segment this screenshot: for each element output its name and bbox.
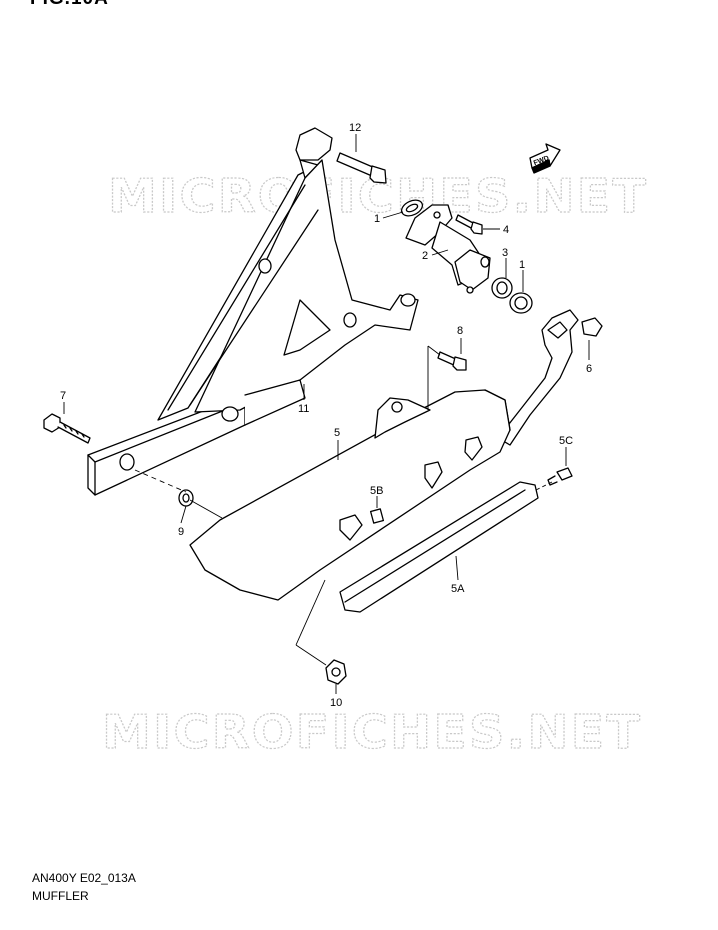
figure-title: FIG.10A (30, 0, 109, 10)
callout-8: 8 (457, 325, 463, 337)
muffler-5 (189, 309, 579, 601)
callout-3: 3 (502, 247, 508, 259)
callout-6: 6 (586, 363, 592, 375)
callout-5a: 5A (451, 583, 465, 595)
callout-1-upper: 1 (374, 213, 380, 225)
nut-10 (325, 659, 347, 685)
exhaust-joint-2 (405, 204, 491, 294)
bolt-4 (455, 214, 483, 235)
callout-5: 5 (334, 427, 340, 439)
callout-1-lower: 1 (519, 259, 525, 271)
swingarm-bracket-11 (87, 127, 419, 496)
callout-4: 4 (503, 224, 509, 236)
bolt-12 (336, 152, 387, 184)
callout-9: 9 (178, 526, 184, 538)
callout-2: 2 (422, 250, 428, 262)
callouts: 12 1 4 2 3 1 8 6 7 11 5 5C 5B 9 5A 10 (60, 122, 592, 709)
callout-10: 10 (330, 697, 342, 709)
figure-name: MUFFLER (32, 889, 89, 903)
heat-shield-5a (339, 481, 539, 613)
callout-7: 7 (60, 390, 66, 402)
callout-12: 12 (349, 122, 361, 134)
fwd-arrow-icon: FWD (529, 143, 561, 174)
cap-6 (581, 317, 603, 337)
bolt-7 (43, 413, 91, 444)
callout-5b: 5B (370, 485, 383, 497)
clip-5b (369, 508, 385, 524)
callout-11: 11 (298, 403, 309, 415)
callout-5c: 5C (559, 435, 573, 447)
model-code: AN400Y E02_013A (32, 871, 136, 885)
watermark-bottom: MICROFICHES.NET (102, 705, 642, 759)
bolt-8 (437, 351, 467, 371)
